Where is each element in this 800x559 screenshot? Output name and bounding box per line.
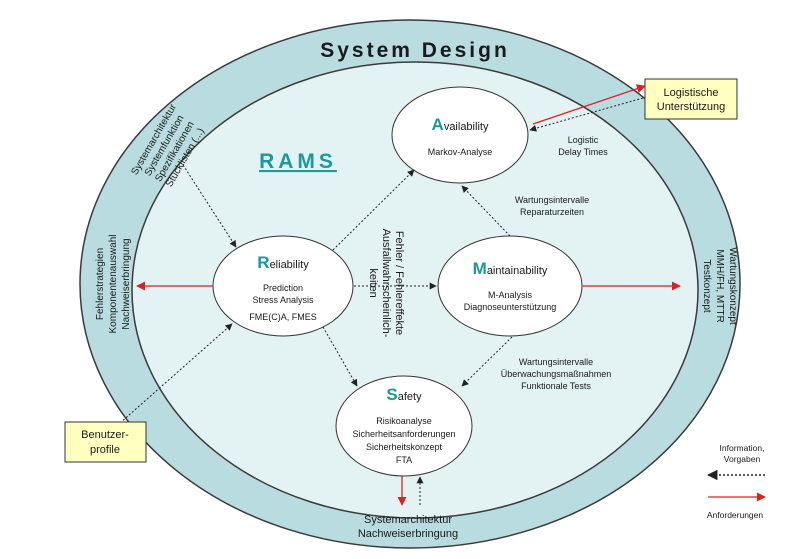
label-maint-safety-3: Funktionale Tests [521,381,591,391]
reliability-title: Reliability [257,253,309,272]
info-arrow-benutzer-to-reliability [119,323,233,424]
label-maint-avail-1: Wartungsintervalle [515,195,589,205]
safety-line3: Sicherheitskonzept [366,442,443,452]
svg-text:Wartungskonzept: Wartungskonzept [727,247,738,325]
availability-line1: Markov-Analyse [428,147,493,157]
benutzer-box-line1: Benutzer- [81,429,129,441]
ring-label-left: Fehlerstrategien Komponentenauswahl Nach… [95,235,132,334]
svg-text:Ausfallwahrscheinlich-: Ausfallwahrscheinlich- [380,229,392,338]
ring-label-bottom-1: Systemarchitektur [364,514,452,526]
info-arrow-reliability-to-safety [322,326,358,387]
inner-area [131,61,699,519]
info-arrow-logistik-to-availability [529,97,644,132]
legend-req-label: Anforderungen [707,510,764,520]
svg-text:Nachweiserbringung: Nachweiserbringung [121,238,132,329]
label-maint-safety-1: Wartungsintervalle [519,357,593,367]
maintainability-line1: M-Analysis [488,290,533,300]
label-logistic: Logistic [568,135,599,145]
label-maint-avail-2: Reparaturzeiten [520,207,584,217]
label-fehler-rotated: Fehler / Fehlereffekte Ausfallwahrschein… [367,229,405,338]
safety-node [335,375,473,477]
maintainability-node [437,235,583,337]
logistik-box-line1: Logistische [663,87,718,99]
availability-title: Availability [432,115,489,134]
reliability-line1: Prediction [263,283,303,293]
logistik-box [644,78,738,120]
label-delay-times: Delay Times [558,147,608,157]
svg-text:Komponentenauswahl: Komponentenauswahl [108,235,119,334]
benutzer-box [64,421,147,463]
safety-title: Safety [386,385,422,404]
svg-text:Fehlerstrategien: Fehlerstrategien [95,248,106,320]
svg-text:Fehler / Fehlereffekte: Fehler / Fehlereffekte [393,231,405,335]
rams-label: RAMS [259,150,337,173]
safety-line2: Sicherheitsanforderungen [352,429,455,439]
safety-line4: FTA [396,455,412,465]
reliability-line2: Stress Analysis [252,295,314,305]
svg-text:keiten: keiten [367,268,379,297]
reliability-line3: FME(C)A, FMES [249,312,317,322]
availability-node [391,86,529,184]
maintainability-line2: Diagnoseunterstützung [464,302,557,312]
ring-label-right: Wartungskonzept MMH/FH, MTTR Testkonzept [701,247,738,325]
legend-info-line2: Vorgaben [724,454,761,464]
info-arrow-maintainability-to-availability [461,185,511,237]
legend-info-line1: Information, [720,443,765,453]
diagram-title: System Design [320,39,510,62]
req-arrow-availability-to-logistik [532,84,646,125]
benutzer-box-line2: profile [90,444,120,456]
label-maint-safety-2: Überwachungsmaßnahmen [501,369,612,379]
ring-label-bottom-2: Nachweiserbringung [358,528,458,540]
maintainability-title: Maintainability [473,259,548,278]
logistik-box-line2: Unterstützung [657,101,725,113]
safety-line1: Risikoanalyse [376,416,432,426]
info-arrow-reliability-to-availability [332,169,415,251]
svg-text:MMH/FH, MTTR: MMH/FH, MTTR [714,249,725,322]
info-arrow-ring-to-reliability [182,164,237,248]
svg-text:Testkonzept: Testkonzept [701,259,712,313]
